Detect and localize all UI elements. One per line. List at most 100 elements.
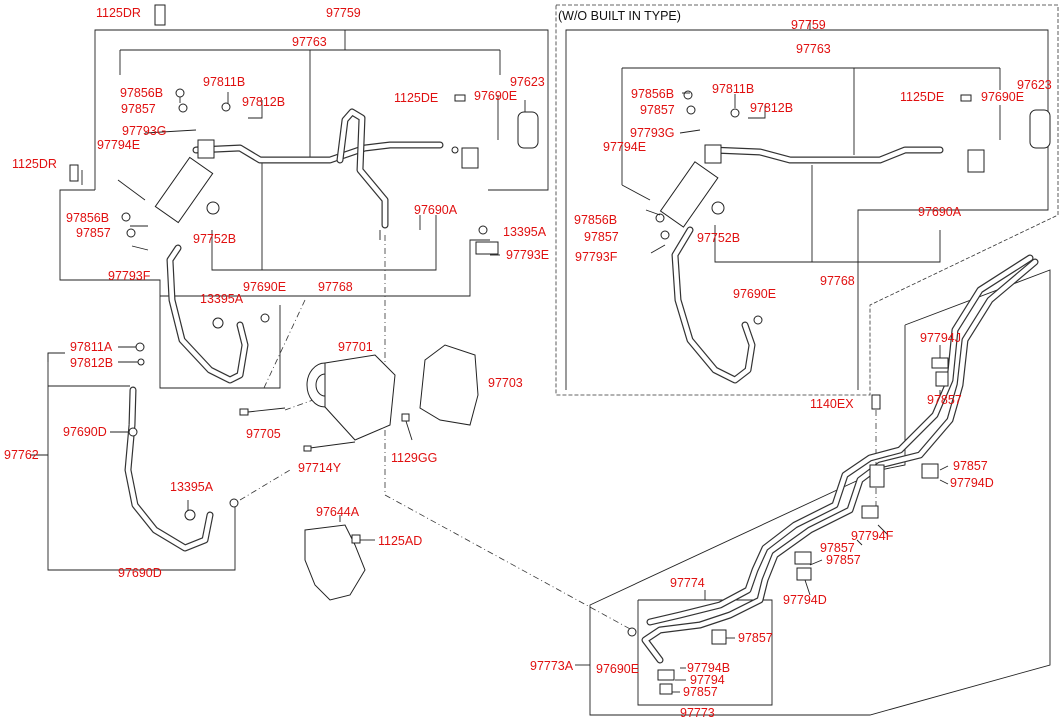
bolt-97714y (303, 445, 312, 452)
label-97705: 97705 (246, 427, 281, 441)
compressor-bracket (419, 344, 479, 426)
label-13395a: 13395A (503, 225, 547, 239)
clip-97794d (921, 463, 939, 479)
b-label-97794j: 97794J (920, 331, 961, 345)
left-pipes (124, 108, 444, 552)
label-97752b: 97752B (193, 232, 236, 246)
r-label-97811b: 97811B (712, 82, 754, 96)
label-97701: 97701 (338, 340, 373, 354)
r-label-97768: 97768 (820, 274, 855, 288)
r-label-97623: 97623 (1017, 78, 1052, 92)
label-1125ad: 1125AD (378, 534, 422, 548)
label-97690a: 97690A (414, 203, 458, 217)
clip-97794b (657, 669, 675, 681)
label-97690e: 97690E (474, 89, 517, 103)
bracket-97793e (475, 241, 499, 255)
o-ring-e (260, 313, 270, 323)
cap-top (175, 88, 185, 98)
lower-right-labels: 97794J 1140EX 97857 97857 97794D 97794F … (530, 331, 994, 720)
r-label-97752b: 97752B (697, 231, 740, 245)
o-ring-d (128, 427, 138, 437)
nut-13395a (478, 225, 488, 235)
label-97856b-b: 97856B (66, 211, 109, 225)
label-97793g: 97793G (122, 124, 166, 138)
bolt-1125de (454, 94, 466, 102)
valve-811b (221, 102, 231, 112)
label-13395a-c: 13395A (170, 480, 214, 494)
receiver-drier (517, 111, 539, 149)
clip-97857-f (659, 683, 673, 695)
b-label-97774: 97774 (670, 576, 705, 590)
bolt-top (154, 4, 166, 26)
b-label-97857-a: 97857 (927, 393, 962, 407)
o-ring-97690e (627, 627, 637, 637)
b-label-97773: 97773 (680, 706, 715, 720)
label-97762: 97762 (4, 448, 39, 462)
b-label-97794: 97794 (690, 673, 725, 687)
label-97763: 97763 (292, 35, 327, 49)
r-label-97763: 97763 (796, 42, 831, 56)
bolt-1125dr (69, 164, 79, 182)
valve-812b (137, 358, 145, 366)
clip-97857-c (794, 551, 812, 565)
valve-core (126, 228, 136, 238)
label-97703: 97703 (488, 376, 523, 390)
label-1125dr: 1125DR (96, 6, 141, 20)
label-97794e: 97794E (97, 138, 140, 152)
clip-97794f (861, 505, 879, 519)
clip-97857 (935, 371, 949, 387)
right-labels: 97759 97763 97856B 97811B 97857 97812B 9… (574, 18, 1052, 301)
o-ring (206, 201, 220, 215)
compressor-body (324, 354, 396, 441)
label-97812b: 97812B (242, 95, 285, 109)
r-label-97857: 97857 (640, 103, 675, 117)
lower-right-pipes (627, 254, 1039, 695)
label-97793e: 97793E (506, 248, 549, 262)
bolt-97705 (239, 408, 249, 416)
r-label-97793g: 97793G (630, 126, 674, 140)
label-1129gg: 1129GG (391, 451, 437, 465)
label-97857: 97857 (121, 102, 156, 116)
valve-block (197, 139, 215, 159)
label-97623: 97623 (510, 75, 545, 89)
b-label-97857-c: 97857 (820, 541, 855, 555)
label-97690d-b: 97690D (118, 566, 162, 580)
o-ring-d2 (229, 498, 239, 508)
clip-97857-e (711, 629, 727, 645)
right-section-box (555, 4, 1059, 396)
r-label-97856b-b: 97856B (574, 213, 617, 227)
b-label-97773a: 97773A (530, 659, 574, 673)
valve-core-top (178, 103, 188, 113)
label-97857-b: 97857 (76, 226, 111, 240)
bolt-1129gg (401, 413, 410, 422)
r-label-97690a: 97690A (918, 205, 962, 219)
b-label-97794f: 97794F (851, 529, 894, 543)
nut-13395a-b (212, 317, 224, 329)
bolt-1140ex (871, 394, 881, 410)
right-pipes (621, 90, 1051, 384)
r-label-97690e-b: 97690E (733, 287, 776, 301)
label-97768: 97768 (318, 280, 353, 294)
r-label-97793f: 97793F (575, 250, 618, 264)
bracket-97644a (304, 515, 375, 601)
label-97856b: 97856B (120, 86, 163, 100)
r-label-97794e: 97794E (603, 140, 646, 154)
clip-97794j (931, 357, 949, 369)
label-97690d: 97690D (63, 425, 107, 439)
r-label-97690e: 97690E (981, 90, 1024, 104)
bracket-1140ex (869, 464, 885, 488)
label-97793f: 97793F (108, 269, 151, 283)
b-label-97857-b: 97857 (953, 459, 988, 473)
label-97690e-b: 97690E (243, 280, 286, 294)
r-label-97759: 97759 (791, 18, 826, 32)
r-label-1125de: 1125DE (900, 90, 944, 104)
label-97644a: 97644A (316, 505, 360, 519)
left-frame-lines (59, 12, 549, 389)
label-1125dr-mid: 1125DR (12, 157, 57, 171)
lower-right-frame (575, 269, 1051, 716)
label-1125de: 1125DE (394, 91, 438, 105)
left-parts (69, 4, 539, 521)
b-label-97794d-a: 97794D (950, 476, 994, 490)
